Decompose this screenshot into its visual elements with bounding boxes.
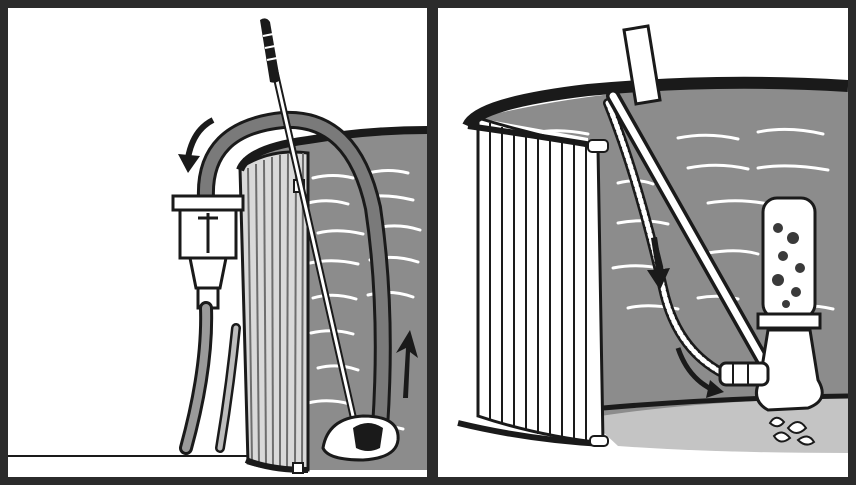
- pool-vacuum-cleaning-illustration: [438, 8, 848, 477]
- pool-wall: [240, 152, 308, 470]
- debris-canister: [758, 198, 820, 328]
- pool-vacuum-skimmer-illustration: [8, 8, 427, 477]
- right-panel: [438, 8, 848, 477]
- skimmer-unit: [173, 196, 243, 308]
- pole-handle: [260, 18, 280, 82]
- hose-connector: [720, 363, 768, 385]
- pool-wall: [478, 118, 603, 443]
- left-panel: [8, 8, 427, 477]
- rim-clip: [588, 140, 608, 152]
